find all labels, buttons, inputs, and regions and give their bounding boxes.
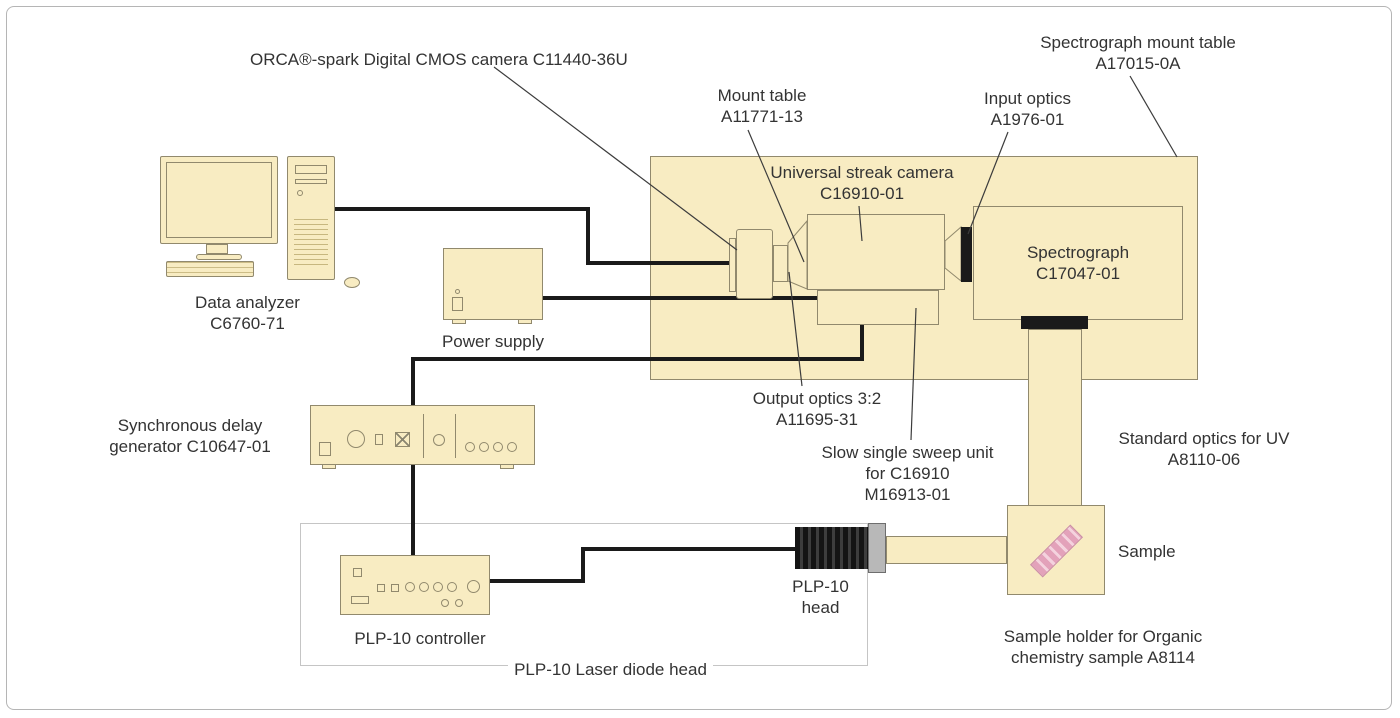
controller-button bbox=[377, 584, 385, 592]
generator-display bbox=[375, 434, 383, 445]
plp10-controller-label: PLP-10 controller bbox=[354, 629, 486, 648]
power-supply-unit bbox=[443, 248, 543, 320]
standard-optics-uv-tube bbox=[1028, 329, 1082, 507]
generator-output-connector bbox=[479, 442, 489, 452]
controller-switch bbox=[353, 568, 362, 577]
power-supply-indicator bbox=[455, 289, 460, 294]
orca-camera-body bbox=[736, 229, 773, 299]
orca-camera-back-plate bbox=[729, 238, 736, 292]
controller-connector bbox=[441, 599, 449, 607]
generator-power-switch bbox=[319, 442, 331, 456]
monitor-stand-base bbox=[196, 254, 242, 260]
monitor bbox=[160, 156, 278, 244]
controller-connector bbox=[455, 599, 463, 607]
orca-camera-lens-mount bbox=[773, 245, 788, 282]
spectrograph-model: C17047-01 bbox=[1035, 264, 1121, 283]
standard-optics-uv-label: Standard optics for UV A8110-06 bbox=[1118, 429, 1290, 470]
spectrograph-output-flange bbox=[1021, 316, 1088, 329]
sample-holder bbox=[1007, 505, 1105, 595]
laser-diode-head-label: PLP-10 Laser diode head bbox=[478, 659, 743, 681]
tower-drive-bay bbox=[295, 165, 327, 174]
generator-connector bbox=[433, 434, 445, 446]
sample-cell bbox=[1029, 524, 1084, 578]
generator-selector bbox=[395, 432, 410, 447]
input-optics-label: Input optics A1976-01 bbox=[984, 89, 1071, 130]
output-optics-label: Output optics 3:2 A11695-31 bbox=[752, 389, 882, 430]
computer-tower bbox=[287, 156, 335, 280]
streak-camera-body bbox=[807, 214, 945, 290]
controller-button bbox=[391, 584, 399, 592]
delay-generator-label: Synchronous delay generator C10647-01 bbox=[109, 416, 271, 457]
sweep-unit-label: Slow single sweep unit for C16910 M16913… bbox=[821, 443, 994, 505]
spectrograph-body: Spectrograph C17047-01 bbox=[973, 206, 1183, 320]
tower-slot bbox=[295, 179, 327, 184]
power-supply-label: Power supply bbox=[441, 332, 545, 351]
power-supply-switch bbox=[452, 297, 463, 311]
diagram-border bbox=[6, 6, 1392, 710]
delay-generator-unit bbox=[310, 405, 535, 465]
sample-holder-label: Sample holder for Organic chemistry samp… bbox=[1003, 627, 1203, 668]
controller-connector bbox=[419, 582, 429, 592]
generator-output-connector bbox=[493, 442, 503, 452]
plp10-head-ring bbox=[868, 523, 886, 573]
plp10-head-label: PLP-10 head bbox=[792, 577, 849, 618]
mount-table-label: Mount table A11771-13 bbox=[717, 86, 807, 127]
keyboard bbox=[166, 261, 254, 277]
controller-connector bbox=[433, 582, 443, 592]
orca-camera-label: ORCA®-spark Digital CMOS camera C11440-3… bbox=[250, 50, 628, 69]
sample-label: Sample bbox=[1118, 542, 1176, 561]
controller-connector bbox=[447, 582, 457, 592]
tower-power-button bbox=[297, 190, 303, 196]
controller-display bbox=[351, 596, 369, 604]
spectrograph-label: Spectrograph bbox=[1026, 242, 1130, 262]
plp10-controller-unit bbox=[340, 555, 490, 615]
data-analyzer-label: Data analyzer C6760-71 bbox=[195, 293, 300, 334]
generator-knob bbox=[347, 430, 365, 448]
plp10-head-barrel bbox=[795, 527, 868, 569]
controller-output bbox=[467, 580, 480, 593]
mouse bbox=[344, 277, 360, 288]
generator-output-connector bbox=[507, 442, 517, 452]
monitor-stand-neck bbox=[206, 244, 228, 254]
streak-camera-label: Universal streak camera C16910-01 bbox=[770, 163, 954, 204]
input-optics-element bbox=[961, 227, 972, 282]
tower-vents bbox=[294, 219, 328, 265]
generator-panel-divider bbox=[423, 414, 424, 458]
spectrograph-mount-table-label: Spectrograph mount table A17015-0A bbox=[1040, 33, 1236, 74]
sweep-unit-body bbox=[817, 290, 939, 325]
generator-panel-divider bbox=[455, 414, 456, 458]
laser-coupling-tube bbox=[886, 536, 1007, 564]
generator-output-connector bbox=[465, 442, 475, 452]
controller-connector bbox=[405, 582, 415, 592]
monitor-screen bbox=[166, 162, 272, 238]
